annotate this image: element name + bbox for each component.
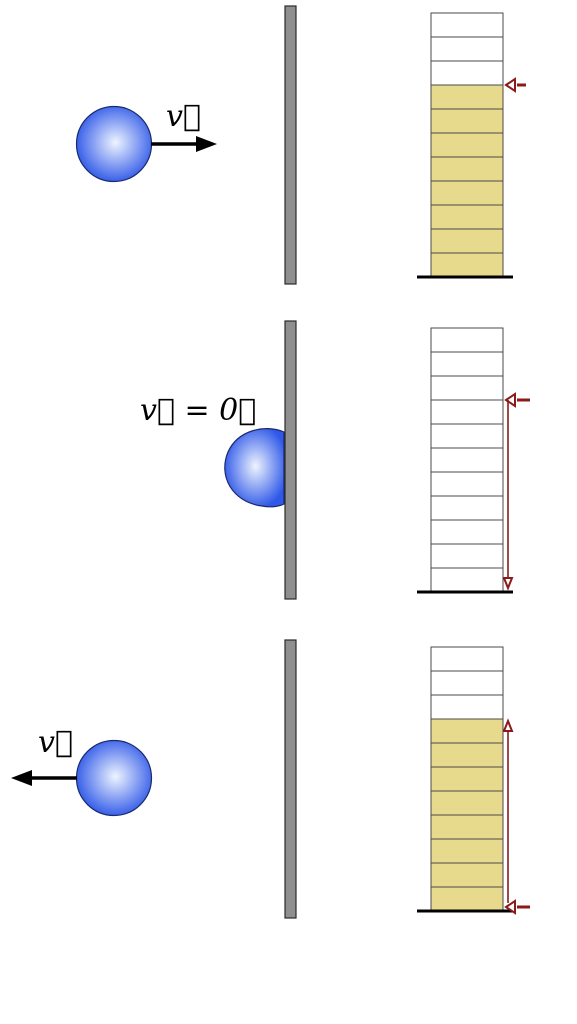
energy-cell-filled <box>430 718 504 744</box>
energy-cell-empty <box>430 495 504 521</box>
energy-cell-filled <box>430 180 504 206</box>
energy-cell-empty <box>430 694 504 720</box>
velocity-head <box>11 770 32 786</box>
ball <box>75 105 153 183</box>
velocity-arrow <box>11 770 77 786</box>
energy-cell-filled <box>430 84 504 110</box>
ball <box>75 739 153 817</box>
energy-cell-filled <box>430 156 504 182</box>
energy-cell-empty <box>430 36 504 62</box>
ball-body <box>75 739 153 817</box>
energy-cell-empty <box>430 399 504 425</box>
energy-level-marker <box>504 77 526 93</box>
energy-cell-empty <box>430 12 504 38</box>
velocity-head <box>196 136 217 152</box>
energy-decrease-arrow <box>502 392 530 591</box>
squashed-ball <box>224 428 285 508</box>
energy-cell-filled <box>430 204 504 230</box>
energy-cell-empty <box>430 646 504 672</box>
energy-cell-filled <box>430 742 504 768</box>
panel-rebound: v⃗ <box>11 639 530 919</box>
energy-cell-empty <box>430 60 504 86</box>
energy-cell-filled <box>430 132 504 158</box>
energy-cell-filled <box>430 862 504 888</box>
arrow-head <box>502 577 514 591</box>
energy-cell-empty <box>430 471 504 497</box>
velocity-label: v⃗ = 0⃗ <box>140 393 256 428</box>
energy-cell-empty <box>430 670 504 696</box>
velocity-label: v⃗ <box>38 725 73 760</box>
energy-cell-empty <box>430 327 504 353</box>
energy-cell-empty <box>430 423 504 449</box>
energy-cell-empty <box>430 447 504 473</box>
ball-body <box>224 428 285 508</box>
wall <box>284 320 297 600</box>
panel-approach: v⃗ <box>75 5 526 285</box>
energy-cell-filled <box>430 790 504 816</box>
energy-cell-empty <box>430 375 504 401</box>
velocity-label: v⃗ <box>166 99 201 134</box>
energy-cell-filled <box>430 252 504 278</box>
arrow-head <box>502 718 514 732</box>
arrow-head <box>504 77 516 93</box>
energy-cell-filled <box>430 886 504 912</box>
energy-cell-filled <box>430 108 504 134</box>
wall <box>284 639 297 919</box>
wall <box>284 5 297 285</box>
arrow-head <box>504 899 516 915</box>
energy-bar <box>417 12 513 279</box>
energy-cell-empty <box>430 567 504 593</box>
energy-bar <box>417 327 513 594</box>
arrow-head <box>504 392 516 408</box>
energy-cell-empty <box>430 519 504 545</box>
energy-cell-filled <box>430 814 504 840</box>
energy-cell-filled <box>430 228 504 254</box>
energy-increase-arrow <box>502 718 530 915</box>
velocity-arrow <box>151 136 217 152</box>
energy-cell-filled <box>430 838 504 864</box>
energy-bar <box>417 646 513 913</box>
energy-cell-filled <box>430 766 504 792</box>
energy-cell-empty <box>430 543 504 569</box>
energy-cell-empty <box>430 351 504 377</box>
panel-compressed: v⃗ = 0⃗ <box>140 320 530 600</box>
ball-body <box>75 105 153 183</box>
